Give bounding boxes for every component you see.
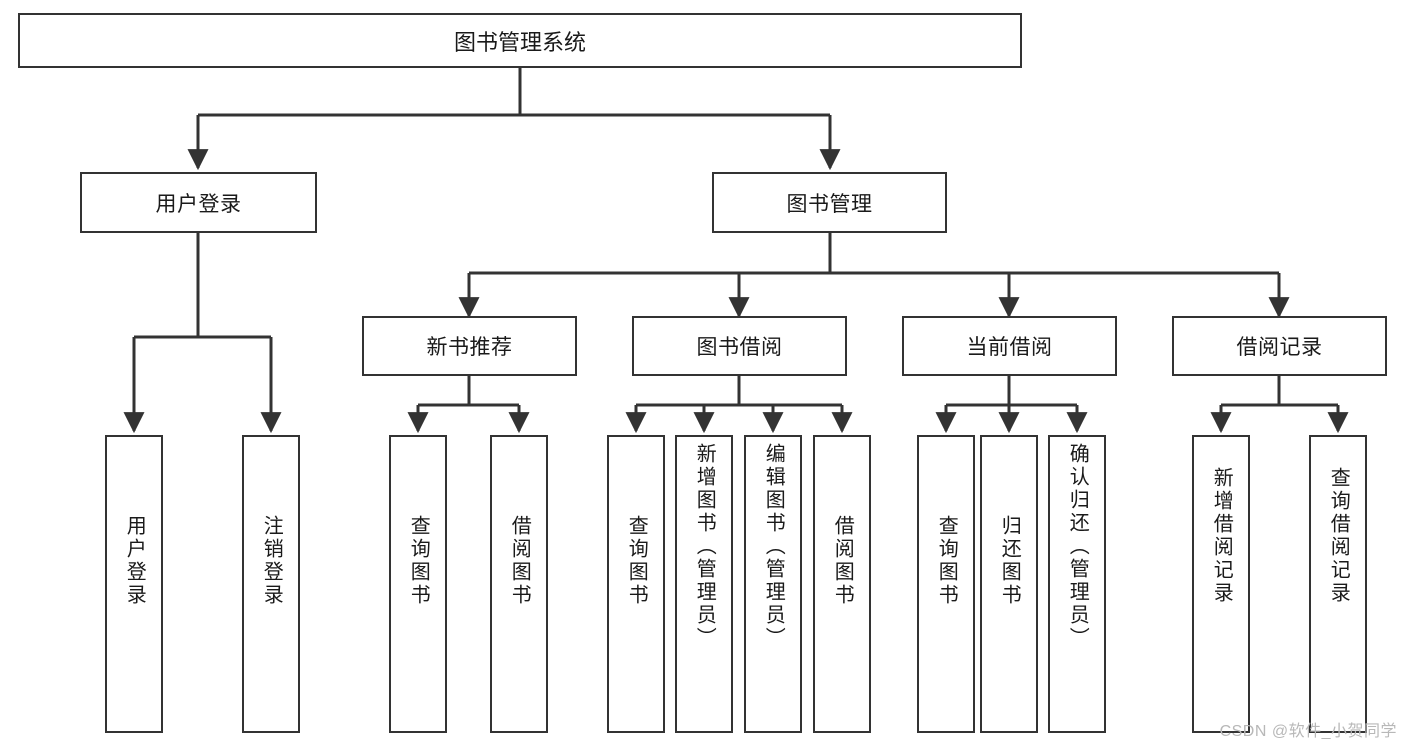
node-book-management-label: 图书管理 [786,192,873,216]
node-new-book-recommendation[interactable]: 新书推荐 [362,316,577,376]
node-leaf-edit-book-label: 编辑图书（管理员） [762,443,785,650]
node-leaf-add-record[interactable]: 新增借阅记录 [1192,435,1250,733]
node-leaf-edit-book[interactable]: 编辑图书（管理员） [744,435,802,733]
node-user-login[interactable]: 用户登录 [80,172,317,233]
csdn-watermark: CSDN @软件_小贺同学 [1219,723,1397,740]
node-leaf-query-book-1[interactable]: 查询图书 [389,435,447,733]
node-leaf-user-login-label: 用户登录 [123,515,146,607]
node-leaf-query-book-3[interactable]: 查询图书 [917,435,975,733]
node-leaf-user-login[interactable]: 用户登录 [105,435,163,733]
node-book-borrowing-label: 图书借阅 [696,336,783,359]
node-leaf-borrow-book-2-label: 借阅图书 [831,515,854,607]
node-leaf-return-book-label: 归还图书 [998,515,1021,607]
node-book-management[interactable]: 图书管理 [712,172,947,233]
node-leaf-query-record[interactable]: 查询借阅记录 [1309,435,1367,733]
node-leaf-query-record-label: 查询借阅记录 [1327,467,1350,605]
node-leaf-query-book-2-label: 查询图书 [625,515,648,607]
node-leaf-confirm-return-label: 确认归还（管理员） [1066,443,1089,650]
node-leaf-return-book[interactable]: 归还图书 [980,435,1038,733]
node-book-borrowing[interactable]: 图书借阅 [632,316,847,376]
node-leaf-query-book-2[interactable]: 查询图书 [607,435,665,733]
node-leaf-add-book-label: 新增图书（管理员） [693,443,716,650]
node-borrowing-record-label: 借阅记录 [1236,336,1323,359]
node-user-login-label: 用户登录 [155,192,242,216]
node-leaf-logout-label: 注销登录 [260,515,283,607]
node-leaf-borrow-book-1[interactable]: 借阅图书 [490,435,548,733]
node-leaf-query-book-3-label: 查询图书 [935,515,958,607]
node-leaf-borrow-book-1-label: 借阅图书 [508,515,531,607]
node-leaf-logout[interactable]: 注销登录 [242,435,300,733]
node-borrowing-record[interactable]: 借阅记录 [1172,316,1387,376]
node-leaf-add-record-label: 新增借阅记录 [1210,467,1233,605]
node-leaf-confirm-return[interactable]: 确认归还（管理员） [1048,435,1106,733]
node-leaf-query-book-1-label: 查询图书 [407,515,430,607]
node-current-borrowing-label: 当前借阅 [966,336,1053,359]
node-new-book-recommendation-label: 新书推荐 [426,336,513,359]
node-root-label: 图书管理系统 [453,29,586,55]
node-leaf-add-book[interactable]: 新增图书（管理员） [675,435,733,733]
node-root[interactable]: 图书管理系统 [18,13,1022,68]
node-leaf-borrow-book-2[interactable]: 借阅图书 [813,435,871,733]
node-current-borrowing[interactable]: 当前借阅 [902,316,1117,376]
